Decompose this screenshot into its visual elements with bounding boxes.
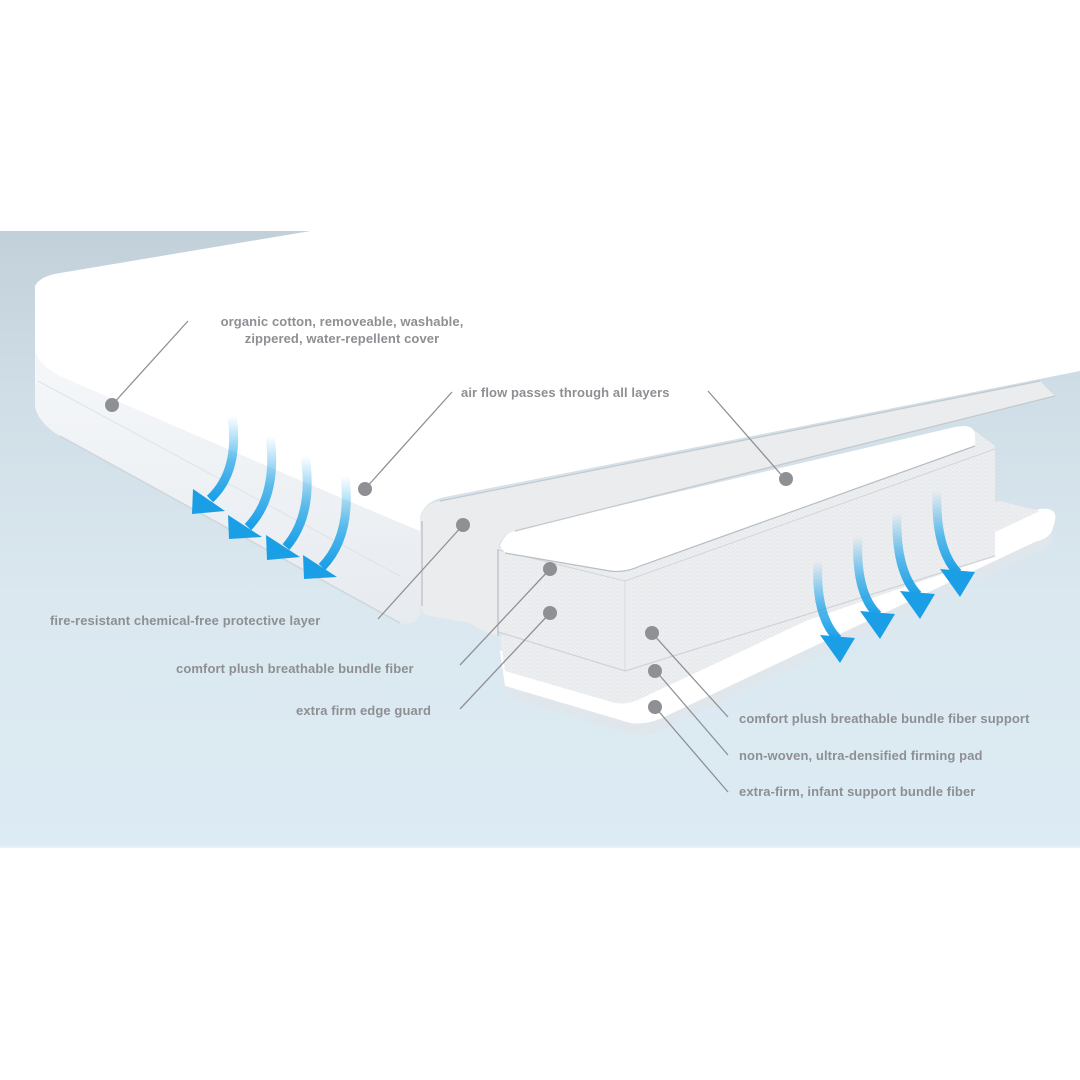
callout-label-cover-line1: organic cotton, removeable, washable, (220, 314, 464, 329)
callout-dot-fire-layer (456, 518, 470, 532)
airflow-arrows-left (192, 415, 351, 579)
mattress-illustration (35, 231, 1080, 793)
comfort-fiber-slab (500, 426, 976, 573)
callout-dot-firming-pad (648, 664, 662, 678)
callout-dot-edge-guard (543, 606, 557, 620)
callout-leaders (111, 320, 786, 793)
callout-label-airflow: air flow passes through all layers (461, 385, 670, 400)
callout-dot-airflow-left (358, 482, 372, 496)
callout-label-infant-fiber: extra-firm, infant support bundle fiber (739, 784, 976, 799)
callout-dot-cover (105, 398, 119, 412)
protective-layer-band (420, 380, 1056, 636)
curved-down-arrow-icon (192, 415, 239, 514)
callout-label-cover: organic cotton, removeable, washable, zi… (196, 313, 488, 347)
curved-down-arrow-icon (303, 475, 351, 579)
callout-dot-fiber-support (645, 626, 659, 640)
core-support-block (494, 431, 996, 672)
callout-label-fiber-support: comfort plush breathable bundle fiber su… (739, 711, 1030, 726)
callout-dot-infant-fiber (648, 700, 662, 714)
callout-dot-comfort-fiber (543, 562, 557, 576)
callout-label-cover-line2: zippered, water-repellent cover (244, 331, 440, 346)
callout-label-firming-pad: non-woven, ultra-densified firming pad (739, 748, 983, 763)
curved-down-arrow-icon (813, 560, 855, 663)
callout-label-edge-guard: extra firm edge guard (296, 703, 432, 718)
curved-down-arrow-icon (932, 490, 975, 597)
curved-down-arrow-icon (266, 455, 312, 560)
curved-down-arrow-icon (892, 512, 935, 619)
curved-down-arrow-icon (853, 535, 895, 639)
callout-label-fire-layer: fire-resistant chemical-free protective … (50, 613, 321, 628)
callout-dots (105, 398, 793, 714)
callout-dot-airflow-right (779, 472, 793, 486)
airflow-arrows-right (813, 490, 975, 663)
panel-bottom-edge (0, 846, 1080, 848)
curved-down-arrow-icon (228, 435, 277, 539)
callout-label-comfort-fiber: comfort plush breathable bundle fiber (176, 661, 414, 676)
mattress-diagram-panel: organic cotton, removeable, washable, zi… (0, 231, 1080, 848)
